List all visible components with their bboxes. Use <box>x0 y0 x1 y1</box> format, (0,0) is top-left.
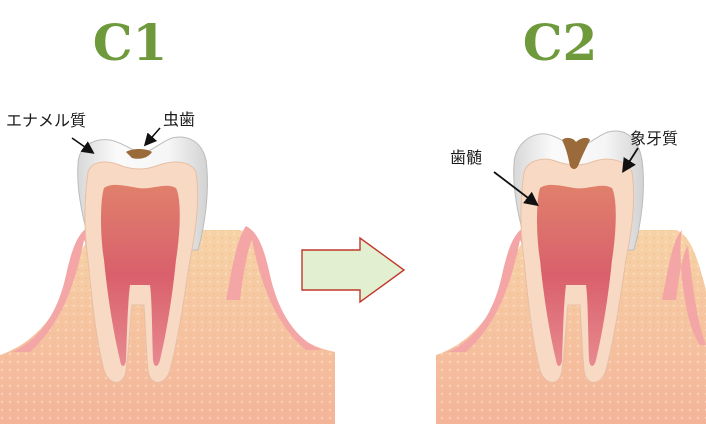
label-pulp: 歯髄 <box>450 148 483 167</box>
progression-arrow <box>301 236 406 304</box>
label-enamel: エナメル質 <box>6 111 87 130</box>
label-caries: 虫歯 <box>163 110 196 129</box>
label-dentin: 象牙質 <box>630 129 679 148</box>
caries-c2 <box>562 137 590 169</box>
pulp-c1 <box>101 184 180 366</box>
tooth-c2 <box>436 130 706 424</box>
stage-title-c2: C2 <box>522 13 598 72</box>
pulp-c2 <box>537 184 616 366</box>
stage-title-c1: C1 <box>92 13 168 72</box>
caries-c1 <box>126 149 152 159</box>
tooth-c1 <box>0 127 335 424</box>
